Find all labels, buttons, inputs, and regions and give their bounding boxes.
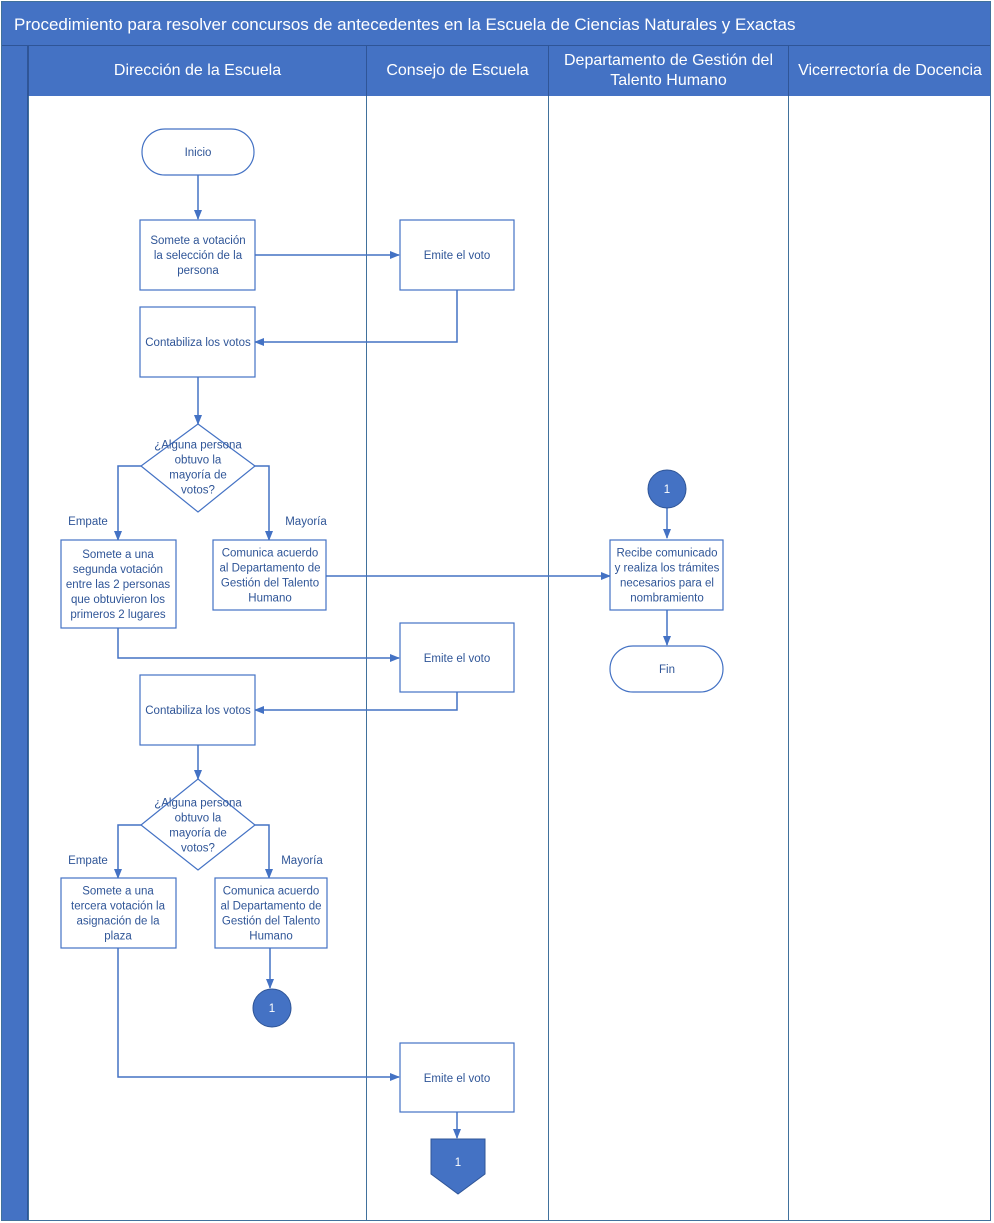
edge-dec1-comunica1 (255, 465, 273, 541)
nodes (60, 128, 724, 1113)
node-somete2 (60, 539, 177, 629)
edge-somete3-voto3 (117, 948, 400, 1081)
node-recibe (609, 539, 724, 611)
node-conta1 (139, 306, 256, 378)
edge-dec2-somete3 (114, 824, 141, 879)
label-inicio: Inicio (185, 147, 212, 159)
label-voto1: Emite el voto (424, 250, 490, 262)
label-conta1: Contabiliza los votos (145, 337, 251, 349)
label-offpage: 1 (455, 1157, 461, 1169)
label-voto3: Emite el voto (424, 1073, 490, 1085)
node-conn-b (647, 469, 687, 509)
connectors (252, 469, 687, 1195)
lane-header-vicerrectoria: Vicerrectoría de Docencia (788, 46, 991, 96)
edge-dec1-somete2 (114, 465, 141, 541)
label-voto2: Emite el voto (424, 653, 490, 665)
edge-somete2-voto2 (117, 628, 400, 662)
edges (114, 175, 671, 1139)
node-voto2 (399, 622, 515, 693)
label-conn-a: 1 (269, 1003, 275, 1015)
edge-label-mayoria1: Mayoría (285, 516, 327, 528)
edge-dec2-comunica2 (255, 824, 273, 879)
diagram-title-bar: Procedimiento para resolver concursos de… (1, 1, 991, 46)
node-comunica2 (214, 877, 328, 949)
node-voto3 (399, 1042, 515, 1113)
lane-header-consejo: Consejo de Escuela (366, 46, 548, 96)
node-inicio (141, 128, 255, 176)
label-conn-b: 1 (664, 484, 670, 496)
node-conta2 (139, 674, 256, 746)
node-voto1 (399, 219, 515, 291)
node-offpage (430, 1138, 486, 1195)
lane-header-talento-humano: Departamento de Gestión del Talento Huma… (548, 46, 788, 96)
lane-header-direccion: Dirección de la Escuela (28, 46, 366, 96)
edge-voto2-conta2 (254, 692, 458, 714)
edge-label-mayoria2: Mayoría (281, 855, 323, 867)
edge-label-empate2: Empate (68, 855, 108, 867)
side-strip (1, 46, 28, 1221)
node-somete3 (60, 877, 177, 949)
lane-direccion (28, 96, 366, 1221)
node-comunica1 (212, 539, 327, 611)
edge-label-empate1: Empate (68, 516, 108, 528)
node-fin (609, 645, 724, 693)
node-conn-a (252, 988, 292, 1028)
diagram-title: Procedimiento para resolver concursos de… (14, 15, 796, 34)
label-fin: Fin (659, 664, 675, 676)
edge-voto1-conta1 (254, 290, 458, 346)
node-somete1 (139, 219, 256, 291)
node-dec1 (140, 423, 256, 513)
lane-talento-humano (548, 96, 788, 1221)
label-conta2: Contabiliza los votos (145, 705, 251, 717)
node-dec2 (140, 778, 256, 871)
